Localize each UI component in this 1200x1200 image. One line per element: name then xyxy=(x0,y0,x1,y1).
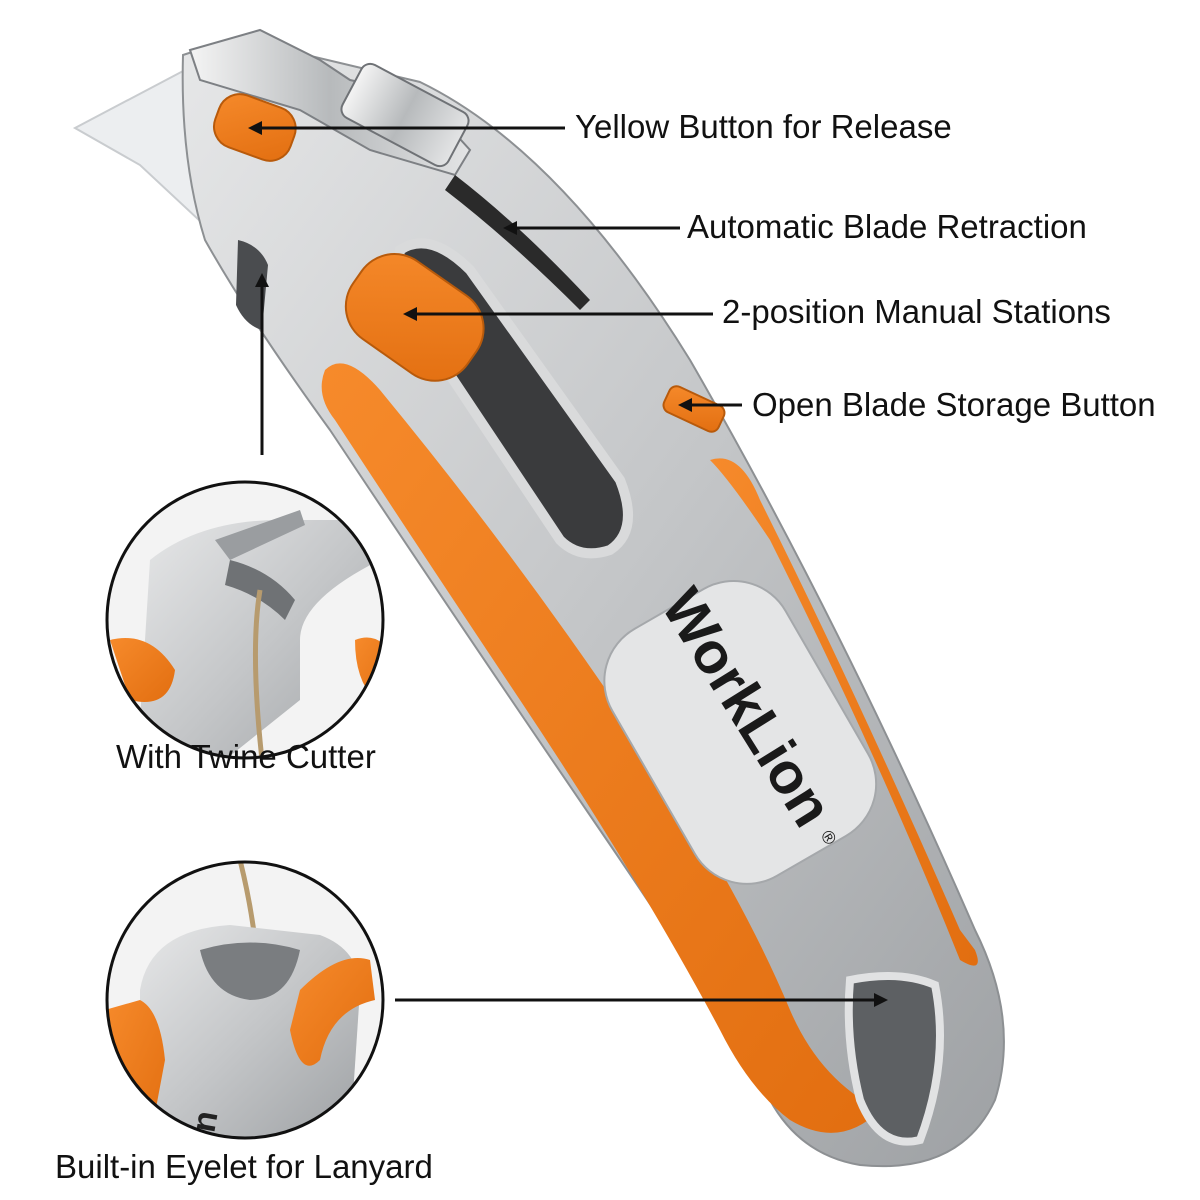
callout-twine-cutter: With Twine Cutter xyxy=(116,738,376,775)
retraction-slot xyxy=(445,175,590,310)
callout-lines xyxy=(255,126,880,1002)
eyelet-inset-border xyxy=(105,860,385,1140)
callout-eyelet: Built-in Eyelet for Lanyard xyxy=(55,1148,433,1185)
eyelet-hole xyxy=(844,972,944,1146)
callout-storage-button: Open Blade Storage Button xyxy=(752,386,1156,423)
callout-arrowheads xyxy=(248,121,888,1007)
eyelet-inset: u xyxy=(107,862,383,1138)
twine-cutter-inset xyxy=(107,482,383,758)
top-lock-clip xyxy=(340,62,470,168)
grip-orange-outer xyxy=(710,458,978,966)
twine-notch xyxy=(236,240,268,330)
callout-release: Yellow Button for Release xyxy=(575,108,952,145)
storage-button xyxy=(662,385,726,433)
callout-retraction: Automatic Blade Retraction xyxy=(687,208,1087,245)
twine-cutter-inset-border xyxy=(105,480,385,760)
logo-panel xyxy=(603,579,878,885)
grip-orange-inner xyxy=(321,363,881,1133)
callout-manual-stations: 2-position Manual Stations xyxy=(722,293,1111,330)
